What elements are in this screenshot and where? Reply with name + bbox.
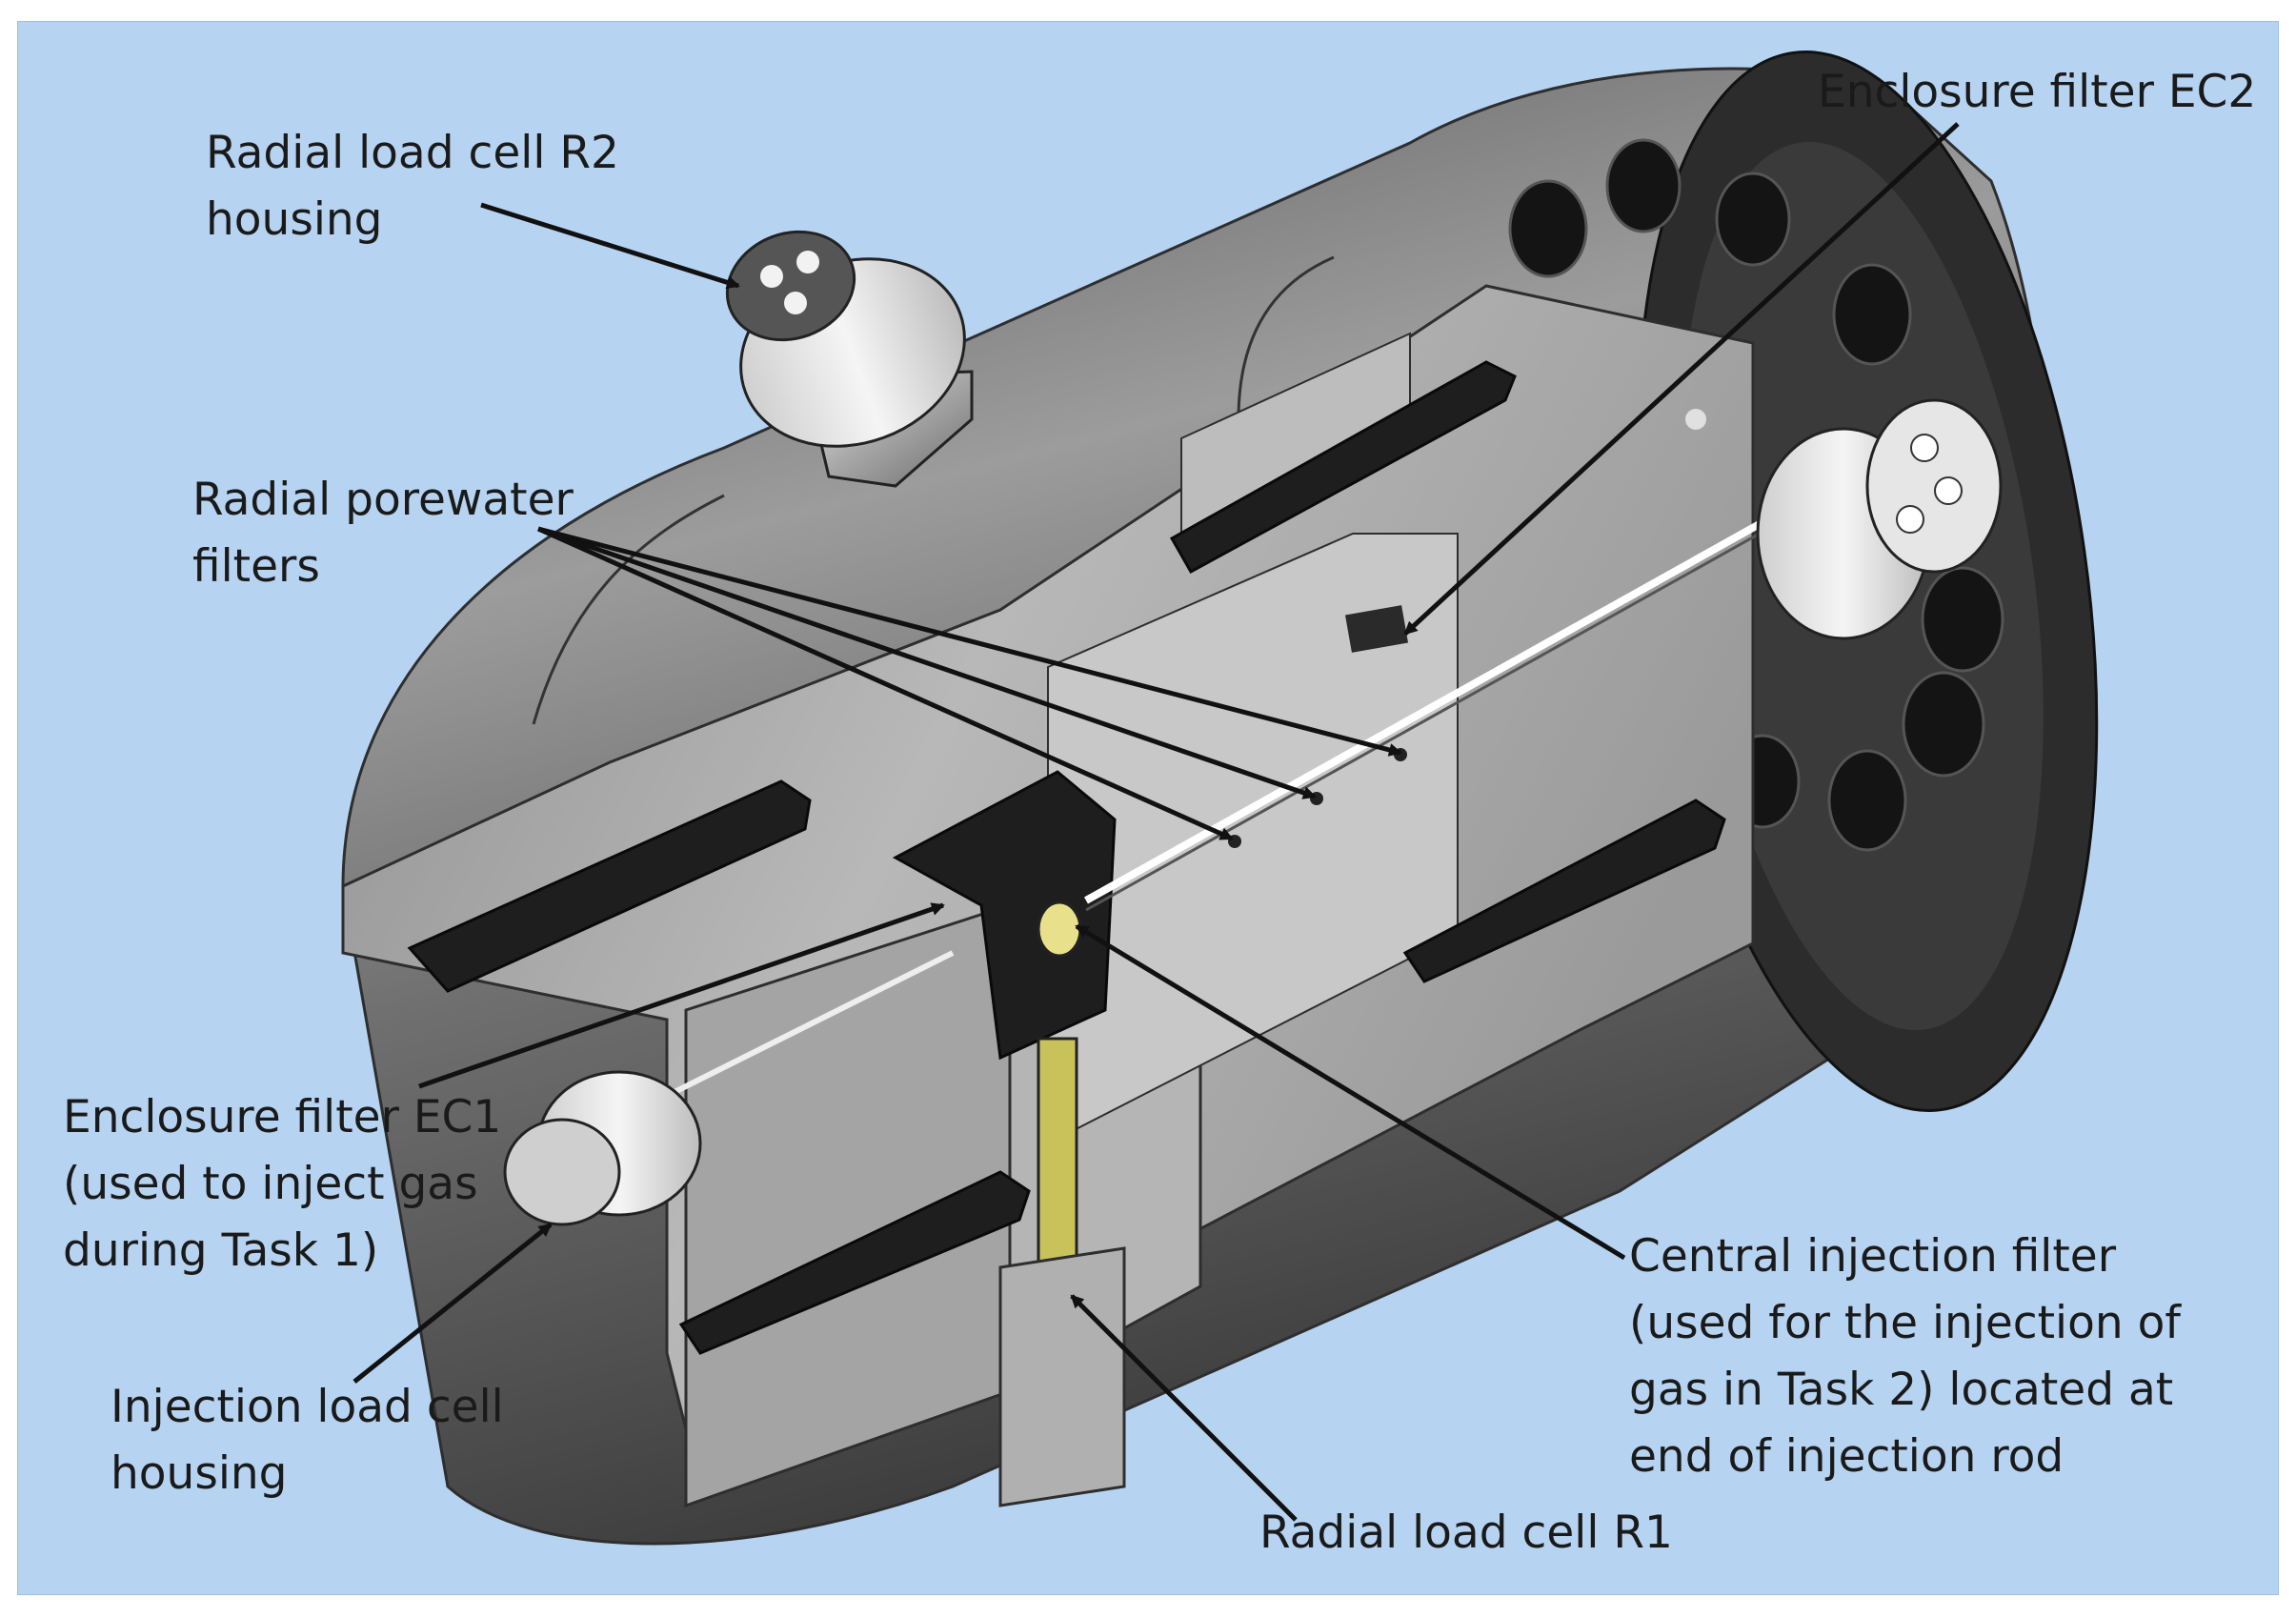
arrow-porewater-2 [537,526,1317,799]
arrow-porewater-3 [536,526,1234,841]
label-line: Radial porewater [192,474,574,526]
label-central-injection-filter: Central injection filter (used for the i… [1629,1224,2181,1490]
label-line: housing [111,1447,288,1500]
label-line: housing [206,193,383,246]
label-line: (used for the injection of [1629,1297,2181,1349]
end-cylinder-stub [1756,398,2003,640]
leader-arrows [352,122,1960,1522]
label-line: Radial load cell R1 [1259,1507,1673,1559]
label-line: Enclosure filter EC1 [63,1091,502,1143]
central-filter-and-load-cell-strip [998,900,1126,1507]
label-line: Injection load cell [111,1381,504,1433]
arrow-ec2 [1403,122,1960,636]
label-line: (used to inject gas [63,1158,478,1210]
radial-load-cell-r2-housing [725,230,974,488]
label-enclosure-filter-ec1: Enclosure filter EC1 (used to inject gas… [63,1084,501,1284]
label-line: Radial load cell R2 [206,127,619,179]
enclosure-filter-ec2 [1344,605,1409,653]
clamp-bars [407,360,1726,1355]
arrow-injection-housing [352,1223,553,1384]
label-line: Central injection filter [1629,1230,2117,1283]
arrow-r2 [480,202,740,290]
label-line: during Task 1) [63,1224,379,1277]
label-line: filters [192,540,320,593]
arrow-r1 [1070,1294,1298,1522]
arrow-porewater-1 [537,526,1402,757]
injection-load-cell-housing [503,1070,702,1226]
label-enclosure-filter-ec2: Enclosure filter EC2 [1818,59,2256,126]
label-line: gas in Task 2) located at [1629,1364,2174,1416]
label-radial-load-cell-r2: Radial load cell R2 housing [206,120,619,253]
arrow-ec1 [418,902,945,1089]
label-radial-porewater-filters: Radial porewater filters [192,467,574,600]
end-plate-bolts [1508,138,2004,852]
label-line: Enclosure filter EC2 [1818,66,2257,118]
arrow-central-filter [1075,923,1626,1261]
label-line: end of injection rod [1629,1430,2064,1483]
label-radial-load-cell-r1: Radial load cell R1 [1259,1500,1673,1567]
label-injection-load-cell-housing: Injection load cell housing [111,1374,504,1507]
